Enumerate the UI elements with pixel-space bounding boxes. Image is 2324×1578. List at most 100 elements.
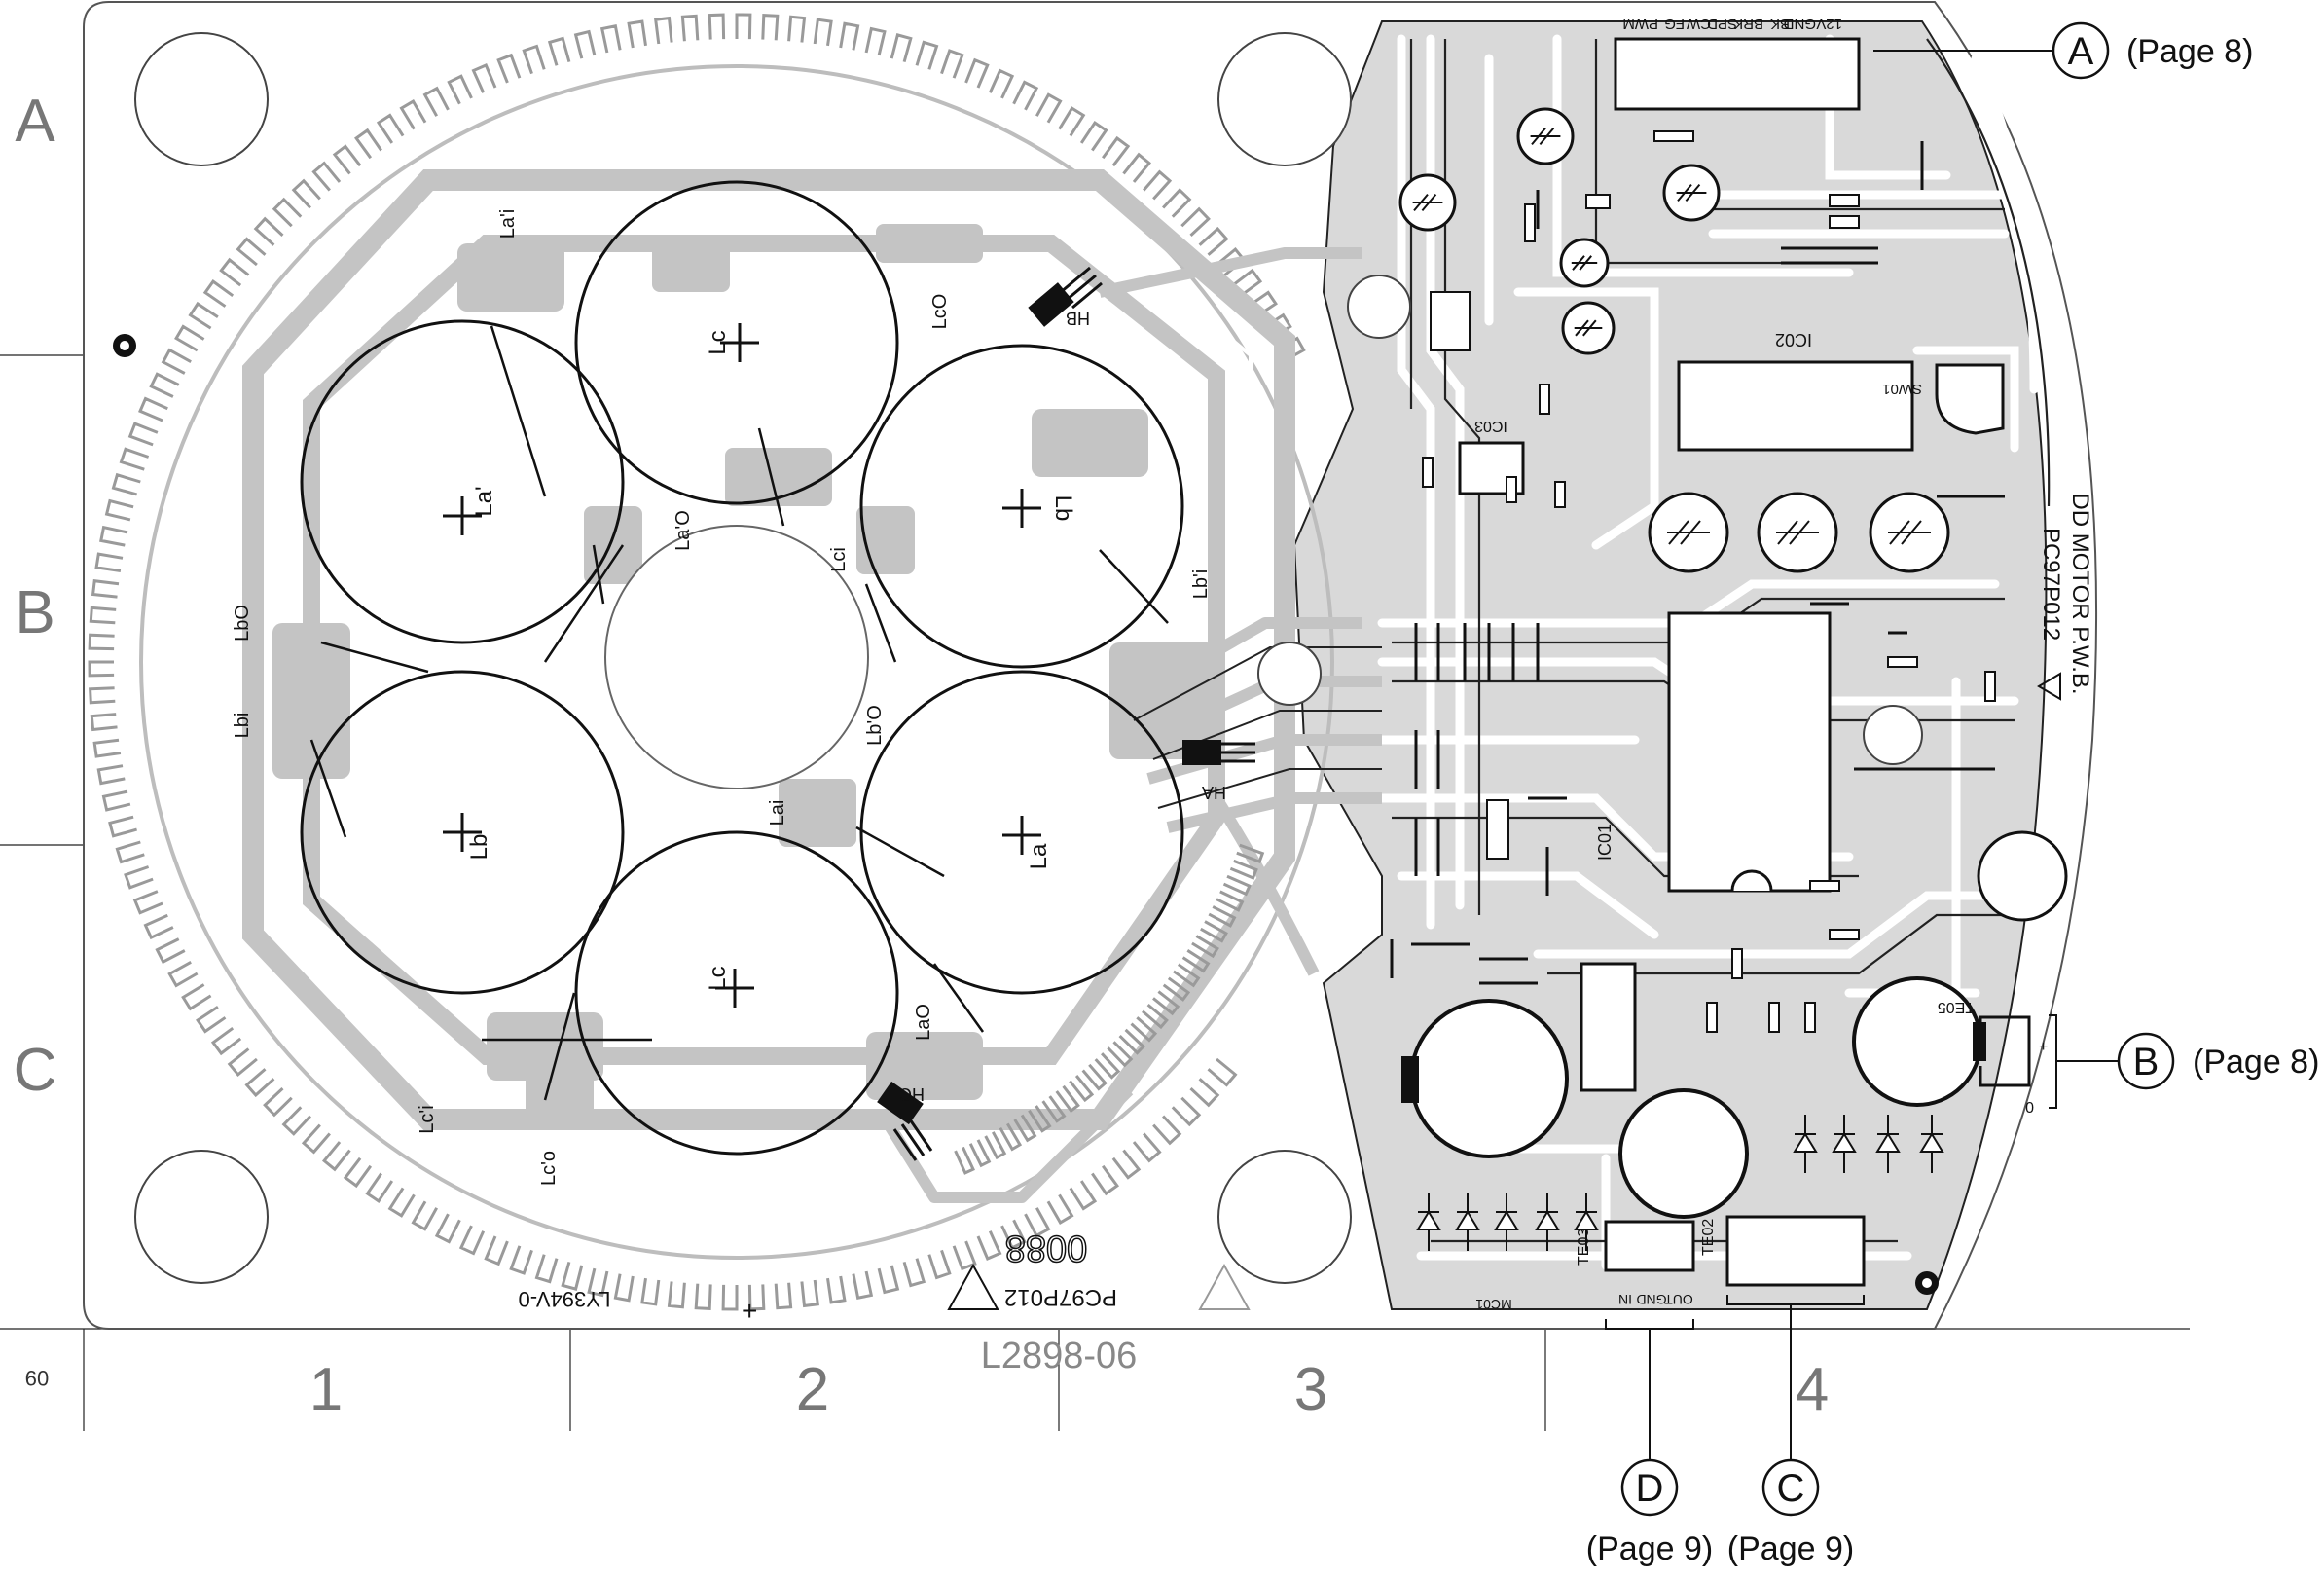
svg-text:OUT: OUT <box>1664 1292 1693 1307</box>
resistor-2 <box>1524 203 1536 242</box>
resistor-13 <box>1706 1002 1718 1033</box>
callout-b: B (Page 8) <box>2049 1014 2319 1109</box>
lead-la-prime-o: La'O <box>672 510 694 551</box>
large-capacitors <box>1401 830 2068 1219</box>
switch-sw01 <box>1935 363 2005 435</box>
svg-text:A: A <box>2068 30 2094 73</box>
center-hub <box>604 525 869 789</box>
mounting-holes <box>134 32 1923 1284</box>
coil-lc-bottom <box>574 830 899 1156</box>
mounting-hole-tr <box>1217 32 1352 166</box>
resistor-8 <box>1887 656 1918 668</box>
callout-c: C (Page 9) <box>1726 1295 1865 1567</box>
diode-9 <box>1919 1132 1944 1153</box>
mc01-label: MC01 <box>1475 1297 1512 1312</box>
diode-2 <box>1455 1210 1480 1230</box>
col-label-4: 4 <box>1796 1356 1829 1423</box>
diode-5 <box>1574 1210 1599 1230</box>
lead-la-o: LaO <box>913 1004 934 1041</box>
fg-inner-comb <box>954 843 1265 1175</box>
svg-text:IN: IN <box>1618 1292 1632 1307</box>
lead-la-prime-i: La'i <box>497 209 519 239</box>
lead-lc-o: LcO <box>929 294 951 330</box>
diode-3 <box>1494 1210 1519 1230</box>
warning-triangle-icon <box>2037 672 2061 701</box>
row-label-c: C <box>14 1037 57 1104</box>
resistor-4 <box>1539 384 1550 415</box>
lead-lb-prime-i: Lb'i <box>1190 569 1212 600</box>
row-label-a: A <box>15 88 55 155</box>
svg-text:C: C <box>1777 1467 1805 1510</box>
mounting-hole-ctrl <box>1347 275 1411 339</box>
mounting-hole-ctrl-2 <box>1863 705 1923 765</box>
diode-8 <box>1875 1132 1901 1153</box>
te03-label: TE03 <box>1576 1229 1592 1266</box>
svg-text:+: + <box>742 1296 757 1326</box>
date-code: 0088 <box>1005 1228 1088 1268</box>
coil-label-la-right: La <box>1026 843 1052 869</box>
stator-region <box>88 13 1382 1311</box>
pcb-code-bottom: PC97P012 <box>1004 1284 1117 1310</box>
te01-pin-2: GND <box>1784 16 1817 32</box>
resistor-14 <box>1768 1002 1780 1033</box>
pcb-code: PC97P012 <box>2038 528 2064 641</box>
te01-pin-6: CW <box>1686 16 1711 32</box>
lead-lb-i: Lbi <box>232 713 253 739</box>
resistor-11 <box>1829 929 1860 940</box>
te01-pin-8: PWM <box>1622 16 1658 32</box>
connector-te03 <box>1604 1220 1695 1272</box>
hall-sensor-hc: HC <box>877 1081 933 1161</box>
resistor-10 <box>1809 880 1840 892</box>
diode-row <box>1416 1115 1944 1251</box>
connector-te05 <box>1979 1015 2031 1087</box>
silkscreen: PC97P012 DD MOTOR P.W.B. LY394V-0 PC97P0… <box>518 493 2093 1326</box>
coil-lb-right <box>859 344 1184 669</box>
coil-label-lc-bottom: Lc <box>705 966 731 990</box>
connector-te01 <box>1614 37 1861 111</box>
svg-text:(Page 8): (Page 8) <box>2193 1044 2319 1081</box>
row-labels: A B C <box>14 88 57 1104</box>
resistor-15 <box>1804 1002 1816 1033</box>
svg-text:GND: GND <box>1636 1292 1666 1307</box>
lead-lc-i: Lci <box>828 547 850 572</box>
warning-triangle-bottom-icon <box>947 1263 999 1310</box>
te01-pin-5: SPD <box>1707 16 1737 32</box>
coil-la-prime <box>300 319 625 644</box>
resistor-7 <box>1554 481 1566 508</box>
diode-4 <box>1535 1210 1560 1230</box>
svg-text:(Page 8): (Page 8) <box>2126 33 2253 70</box>
coil-group: La' Lc Lb La Lc Lb La'i LcO La'O Lci Lb'… <box>232 180 1212 1186</box>
te02-label: TE02 <box>1700 1219 1717 1256</box>
corner-code: 09 <box>25 1366 49 1390</box>
coil-label-lb-left: Lb <box>466 834 492 861</box>
drawing-number: L2898-06 <box>981 1336 1138 1376</box>
svg-text:SW01: SW01 <box>1882 381 1922 397</box>
resistor-3 <box>1585 194 1611 209</box>
ic02-label: IC02 <box>1775 330 1812 349</box>
lead-lc-prime-i: Lc'i <box>417 1105 438 1133</box>
resistor-9 <box>1984 671 1996 702</box>
hall-sensor-hb: HB <box>1028 266 1103 328</box>
small-parts <box>1390 130 2005 1033</box>
col-label-3: 3 <box>1294 1356 1327 1423</box>
svg-text:(Page 9): (Page 9) <box>1727 1530 1854 1567</box>
callout-a: A (Page 8) <box>1873 21 2253 80</box>
mounting-hole-tl <box>134 32 269 166</box>
fiducials <box>113 334 1939 1295</box>
hall-sensors: HB HA HC <box>877 266 1255 1161</box>
coil-lb-left <box>300 670 625 995</box>
resistor-r05 <box>1580 962 1637 1092</box>
coil-lc-top <box>574 180 899 505</box>
svg-text:(Page 9): (Page 9) <box>1586 1530 1713 1567</box>
coil-label-lc-top: Lc <box>705 330 731 354</box>
mounting-hole-mid <box>1257 642 1322 706</box>
part-code: LY394V-0 <box>518 1287 610 1311</box>
te01-pin-4: BRK <box>1733 16 1763 32</box>
te05-pin-zero: 0 <box>2025 1098 2034 1115</box>
warning-triangle-grey-icon <box>1198 1263 1251 1310</box>
te05-pin-plus: + <box>2039 1039 2048 1055</box>
svg-text:HC: HC <box>899 1084 925 1104</box>
